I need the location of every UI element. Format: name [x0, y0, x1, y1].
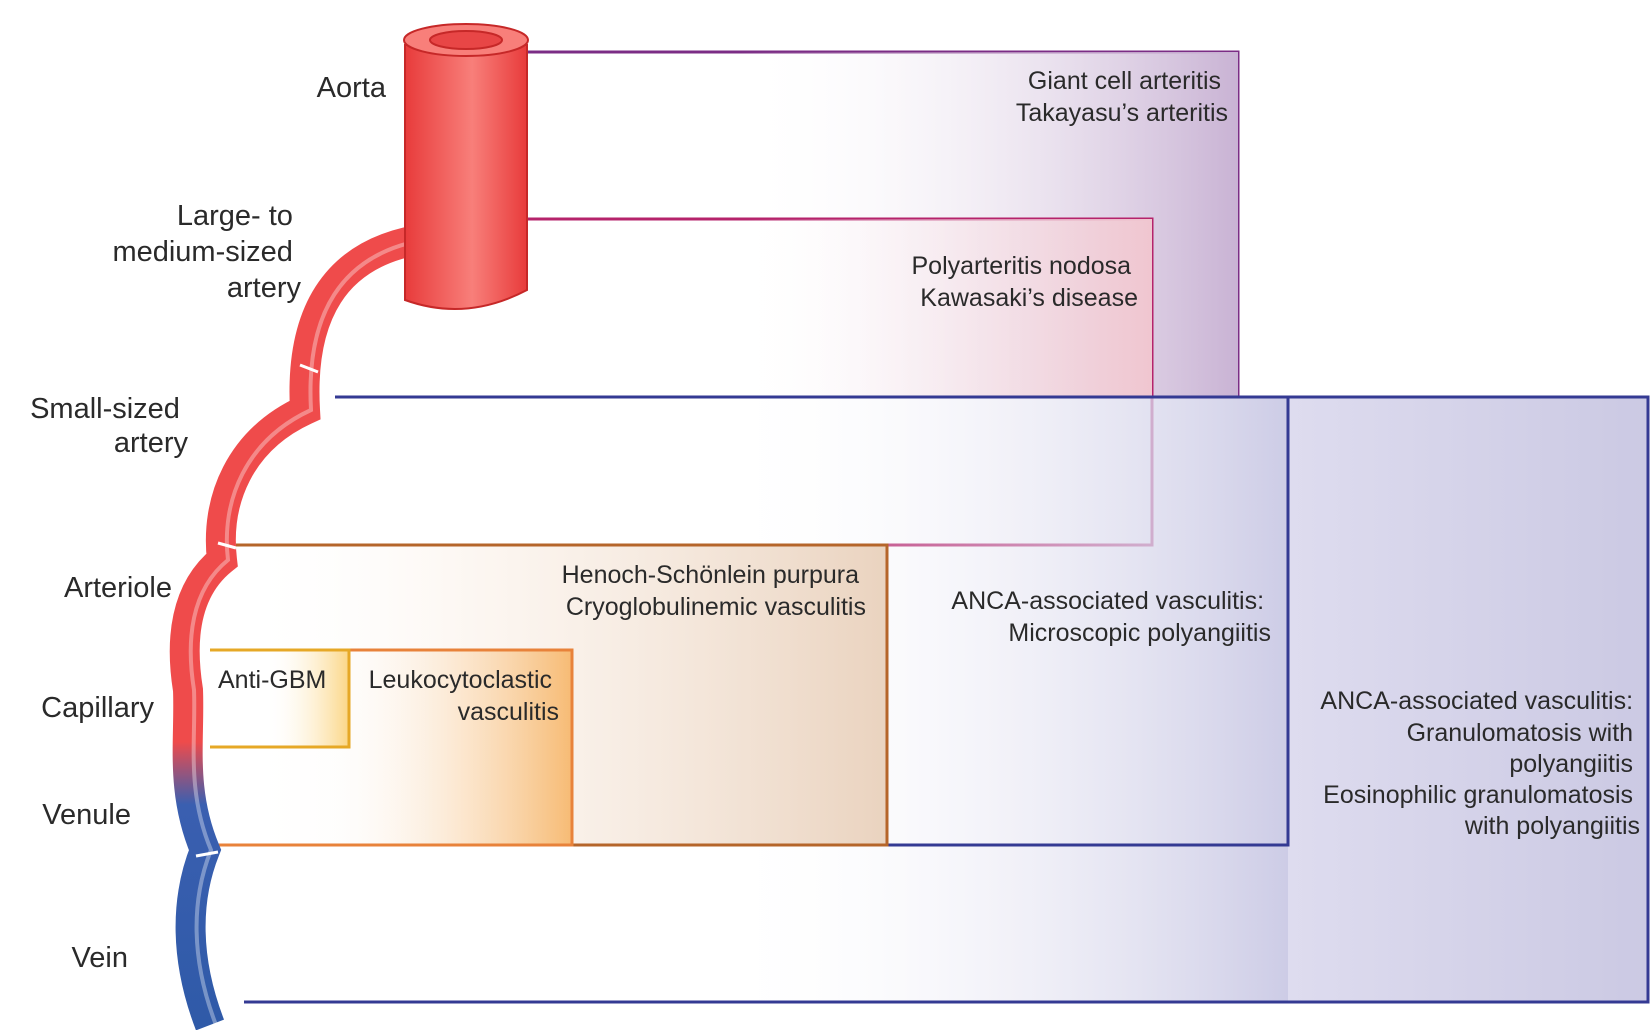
- label-anca-mpa: ANCA-associated vasculitis: Microscopic …: [951, 587, 1271, 647]
- vessel-tree-illustration: [169, 23, 529, 1030]
- label-capillary: Capillary: [41, 692, 154, 724]
- label-large-vessel-vasculitis: Giant cell arteritis Takayasu’s arteriti…: [1016, 67, 1228, 127]
- label-vein: Vein: [72, 942, 128, 974]
- label-medium-vessel-vasculitis: Polyarteritis nodosa Kawasaki’s disease: [911, 252, 1138, 312]
- label-aorta: Aorta: [317, 72, 387, 104]
- label-anti-gbm: Anti-GBM: [218, 666, 326, 694]
- label-large-medium-artery: Large- to medium-sized artery: [112, 200, 301, 304]
- label-arteriole: Arteriole: [64, 572, 172, 604]
- region-anca-mpa: [887, 397, 1290, 847]
- label-anca-gpa-egpa: ANCA-associated vasculitis: Granulomatos…: [1320, 687, 1640, 840]
- label-immune-complex-vasculitis: Henoch-Schönlein purpura Cryoglobulinemi…: [562, 561, 866, 621]
- region-anti-gbm: [210, 648, 351, 749]
- region-labels: Giant cell arteritis Takayasu’s arteriti…: [218, 67, 1640, 840]
- label-leukocytoclastic-vasculitis: Leukocytoclastic vasculitis: [369, 666, 559, 726]
- vessel-labels: Aorta Large- to medium-sized artery Smal…: [30, 72, 387, 974]
- label-small-artery: Small-sized artery: [30, 393, 188, 459]
- region-medium-vessel: [236, 217, 1154, 547]
- label-venule: Venule: [42, 799, 131, 831]
